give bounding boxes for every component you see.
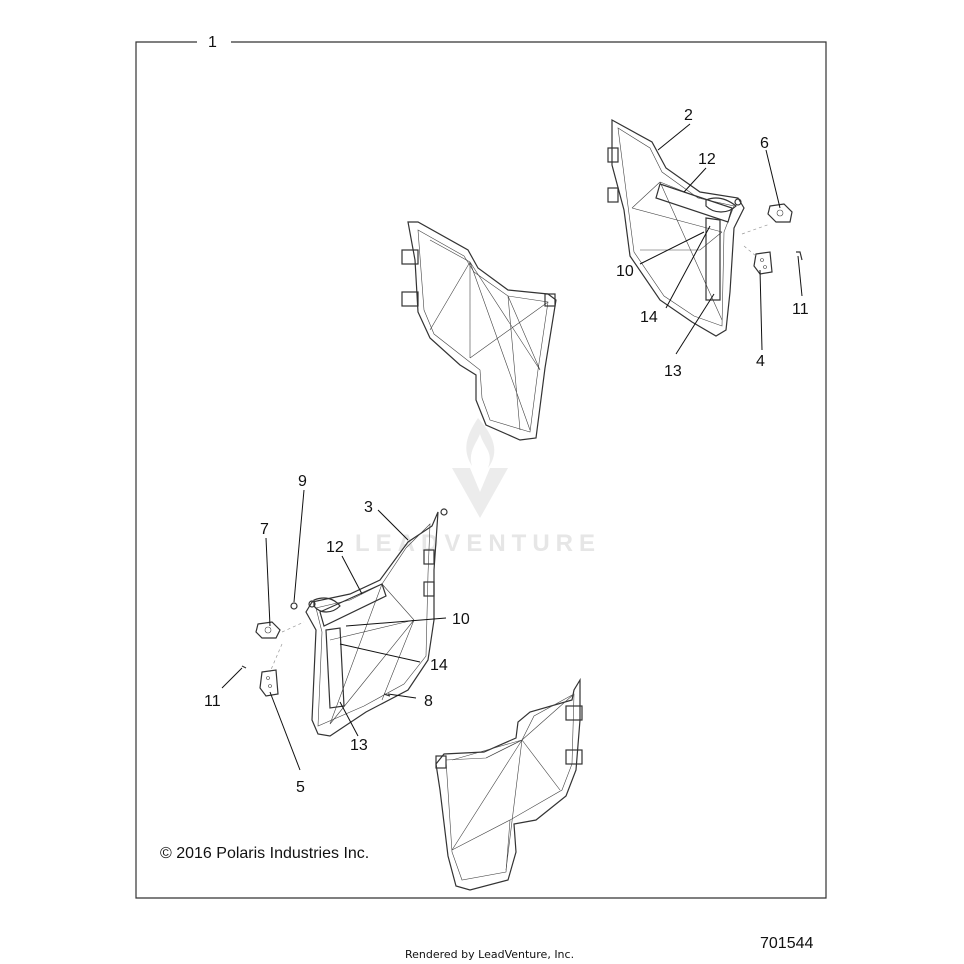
leadventure-watermark: LEADVENTURE xyxy=(355,418,601,557)
callout-5: 5 xyxy=(296,779,305,796)
pin-lower-left xyxy=(241,665,247,669)
v-logo-icon xyxy=(452,468,508,518)
callout-12-lower: 12 xyxy=(326,539,344,556)
callout-4: 4 xyxy=(756,353,765,370)
callout-3: 3 xyxy=(364,499,373,516)
callout-14-lower: 14 xyxy=(430,657,448,674)
callout-8: 8 xyxy=(424,693,433,710)
callout-7: 7 xyxy=(260,521,269,538)
figure-number: 701544 xyxy=(760,935,813,952)
striker-lower-left xyxy=(259,669,279,697)
watermark-text: LEADVENTURE xyxy=(355,530,601,557)
latch-lower-left xyxy=(255,621,281,639)
door-panel-upper-left xyxy=(401,221,557,441)
leader-lines xyxy=(221,123,803,771)
trim-strip-13-upper xyxy=(705,217,721,301)
door-frame-lower-left xyxy=(305,508,448,737)
callout-11-upper: 11 xyxy=(792,301,809,318)
rendered-by-footer: Rendered by LeadVenture, Inc. xyxy=(405,948,574,961)
frame-label: 1 xyxy=(208,34,217,51)
striker-upper-right xyxy=(753,251,773,275)
callout-14-upper: 14 xyxy=(640,309,658,326)
callout-9: 9 xyxy=(298,473,307,490)
flame-logo-icon xyxy=(466,418,495,468)
callout-13-lower: 13 xyxy=(350,737,368,754)
screw-9 xyxy=(290,602,298,610)
pin-upper-right xyxy=(796,251,803,261)
callout-10-upper: 10 xyxy=(616,263,634,280)
door-panel-lower-right xyxy=(435,677,583,891)
trim-strip-12-upper xyxy=(655,183,733,223)
door-frame-upper-right xyxy=(607,118,745,337)
callout-2: 2 xyxy=(684,107,693,124)
callout-10-lower: 10 xyxy=(452,611,470,628)
copyright-text: © 2016 Polaris Industries Inc. xyxy=(160,845,369,862)
pin-8 xyxy=(383,693,391,697)
trim-strip-13-lower xyxy=(325,627,345,709)
callout-6: 6 xyxy=(760,135,769,152)
callout-13-upper: 13 xyxy=(664,363,682,380)
callout-11-lower: 11 xyxy=(204,693,221,710)
latch-upper-right xyxy=(767,203,793,223)
callout-labels: 2 12 6 10 14 11 4 13 9 3 12 7 10 14 8 11… xyxy=(204,107,809,796)
callout-12-upper: 12 xyxy=(698,151,716,168)
diagram-frame xyxy=(135,41,827,899)
